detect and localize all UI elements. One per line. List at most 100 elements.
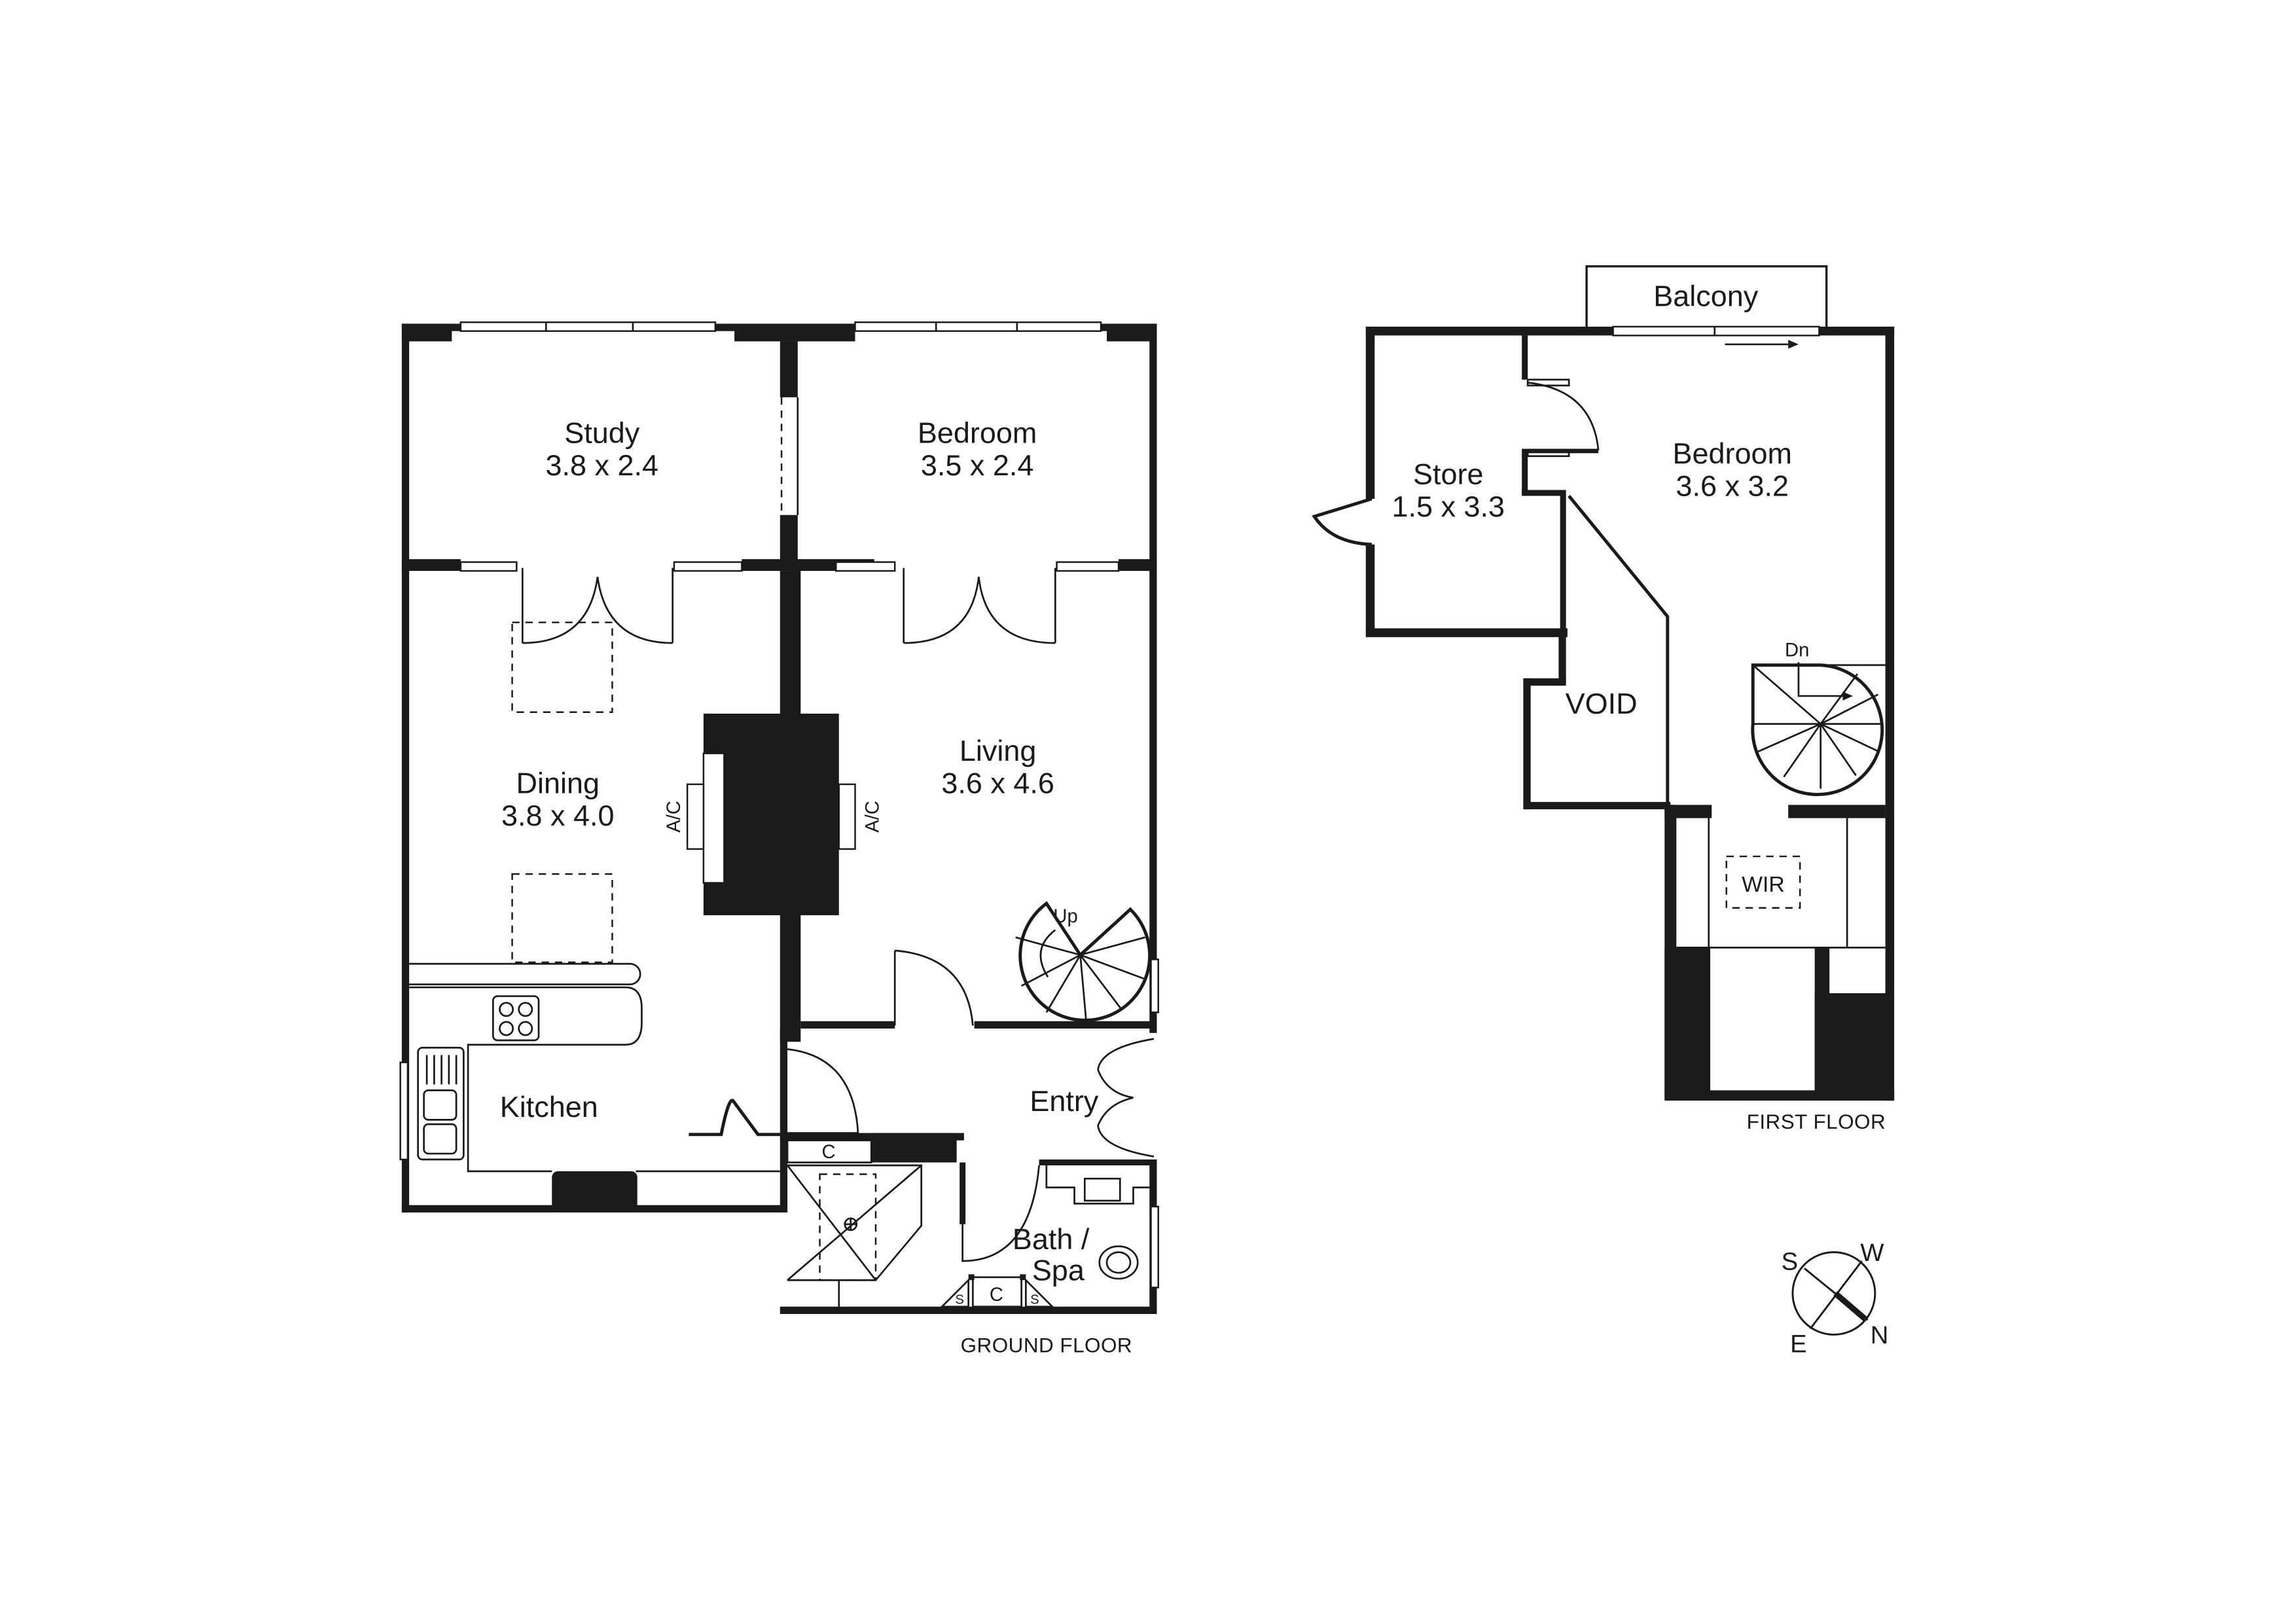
room-dims-bedroom-upper: 3.6 x 3.2 — [1676, 469, 1788, 502]
door-kitchen-swing[interactable] — [689, 1099, 782, 1137]
window-bedroom — [854, 321, 1102, 332]
wall — [401, 323, 410, 1213]
shelf-label: S — [1030, 1292, 1039, 1307]
door-store-external[interactable] — [1312, 497, 1372, 547]
wall — [1523, 678, 1566, 686]
ac-unit-right-face — [838, 783, 856, 850]
fridge-recess — [552, 1171, 637, 1210]
wall — [968, 1274, 975, 1281]
room-name-bedroom-upper: Bedroom — [1673, 437, 1792, 470]
door-store-internal[interactable] — [1528, 382, 1600, 450]
spa-bath — [1098, 1245, 1139, 1280]
room-dims-study: 3.8 x 2.4 — [545, 448, 658, 482]
cupboard-label: C — [821, 1142, 835, 1163]
wall — [1523, 678, 1531, 810]
wall — [734, 323, 855, 342]
chimney — [703, 714, 839, 915]
room-name-living: Living — [960, 734, 1037, 767]
room-name-study: Study — [564, 416, 640, 450]
shower — [786, 1164, 923, 1307]
spiral-stair-down[interactable]: Dn — [1751, 640, 1886, 797]
wall — [401, 559, 461, 572]
french-door-study[interactable] — [521, 568, 674, 644]
wall — [1365, 628, 1568, 638]
compass-ring — [1791, 1251, 1876, 1336]
room-name-bedroom: Bedroom — [918, 416, 1037, 450]
compass-east: E — [1790, 1330, 1806, 1358]
wall — [960, 1162, 966, 1224]
floor-label-ground: GROUND FLOOR — [961, 1334, 1132, 1357]
sliding-door-balcony[interactable] — [1612, 325, 1820, 349]
wall — [1522, 490, 1566, 496]
room-name-bath: Bath / — [1013, 1222, 1090, 1256]
stairs-down-label: Dn — [1785, 640, 1809, 661]
door-living[interactable] — [893, 949, 974, 1026]
ac-unit-left — [702, 752, 725, 884]
spiral-stair-up[interactable]: Up — [1015, 901, 1152, 1022]
room-dims-living: 3.6 x 4.6 — [941, 766, 1054, 799]
window-kitchen — [399, 1061, 409, 1161]
table-outline — [511, 621, 613, 714]
room-name-store: Store — [1413, 457, 1483, 490]
wall — [780, 1029, 788, 1213]
wall — [1107, 323, 1157, 342]
wall — [1149, 323, 1157, 1013]
north-needle-icon — [1833, 1291, 1869, 1322]
room-dims-dining: 3.8 x 4.0 — [501, 799, 614, 832]
wall — [780, 341, 798, 397]
wall — [871, 1133, 957, 1163]
wall — [780, 515, 798, 562]
compass-west: W — [1860, 1239, 1884, 1267]
wall — [1522, 448, 1528, 495]
first-floor: Dn Balcony Store 1.5 x 3.3 Bedroom 3.6 x… — [1312, 265, 1895, 1133]
room-name-wir: WIR — [1742, 872, 1785, 897]
door-bath[interactable] — [961, 1165, 1040, 1262]
cooktop — [492, 995, 540, 1042]
table-outline — [511, 873, 613, 964]
wall — [1522, 335, 1528, 380]
wall — [1523, 801, 1671, 810]
wir-outline — [1725, 855, 1801, 909]
cupboard-label: C — [990, 1285, 1003, 1305]
front-door[interactable] — [1097, 1038, 1155, 1158]
wall — [1149, 1012, 1157, 1033]
wall — [1119, 559, 1157, 572]
compass-north: N — [1871, 1321, 1889, 1349]
window-living — [1150, 958, 1159, 1013]
room-name-entry: Entry — [1030, 1084, 1098, 1118]
wall — [1664, 947, 1711, 1095]
ac-unit-left-face — [686, 783, 705, 850]
compass-south: S — [1782, 1248, 1798, 1276]
cupboard[interactable] — [972, 1276, 1022, 1308]
wall — [1814, 993, 1892, 1097]
wall — [1788, 805, 1886, 818]
wall — [1560, 494, 1566, 638]
wall — [1020, 1274, 1026, 1281]
room-name-balcony: Balcony — [1653, 279, 1758, 312]
wall — [974, 1021, 1157, 1029]
compass: S W E N — [1782, 1239, 1889, 1358]
kitchen-bench — [409, 962, 780, 1210]
ac-label-left: A/C — [664, 801, 685, 833]
wall — [1365, 544, 1375, 636]
wall — [800, 1021, 895, 1029]
vanity — [1045, 1165, 1153, 1205]
room-dims-store: 1.5 x 3.3 — [1391, 490, 1504, 523]
window-bath — [1150, 1205, 1159, 1288]
stairs-up-label: Up — [1053, 906, 1077, 927]
room-name-void: VOID — [1566, 687, 1638, 720]
floor-label-first: FIRST FLOOR — [1747, 1110, 1886, 1133]
wall — [1885, 326, 1895, 1101]
window-internal — [459, 561, 1120, 572]
room-dims-bedroom: 3.5 x 2.4 — [921, 448, 1033, 482]
wall — [1558, 632, 1566, 683]
wall — [1819, 326, 1895, 336]
door-kitchen[interactable] — [787, 1048, 859, 1134]
room-name-dining: Dining — [516, 766, 600, 799]
french-door-bedroom[interactable] — [903, 568, 1056, 644]
wall — [401, 323, 452, 342]
ground-floor: A/C A/C — [399, 321, 1159, 1357]
wall — [1365, 326, 1375, 499]
window-study — [459, 321, 717, 332]
cupboard[interactable] — [786, 1139, 872, 1163]
